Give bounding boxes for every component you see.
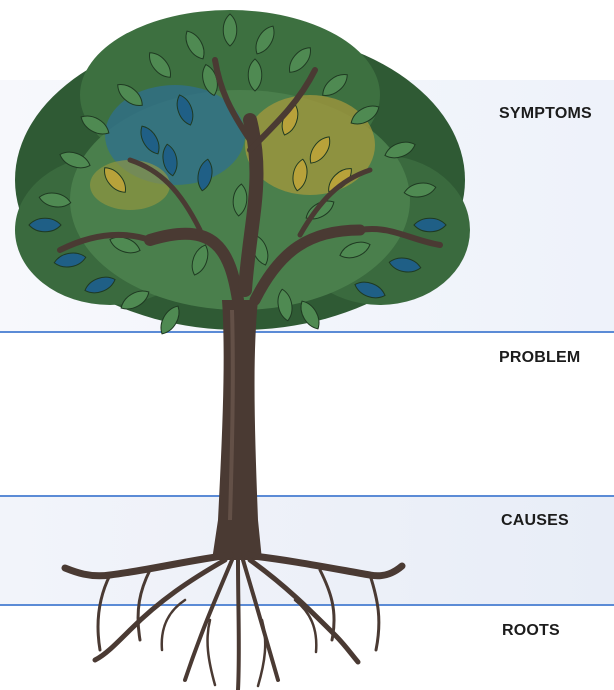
label-problem: PROBLEM bbox=[499, 349, 580, 367]
label-causes: CAUSES bbox=[501, 512, 569, 530]
trunk bbox=[212, 300, 262, 560]
label-roots: ROOTS bbox=[502, 622, 560, 640]
label-symptoms: SYMPTOMS bbox=[499, 105, 592, 123]
roots bbox=[65, 555, 402, 690]
